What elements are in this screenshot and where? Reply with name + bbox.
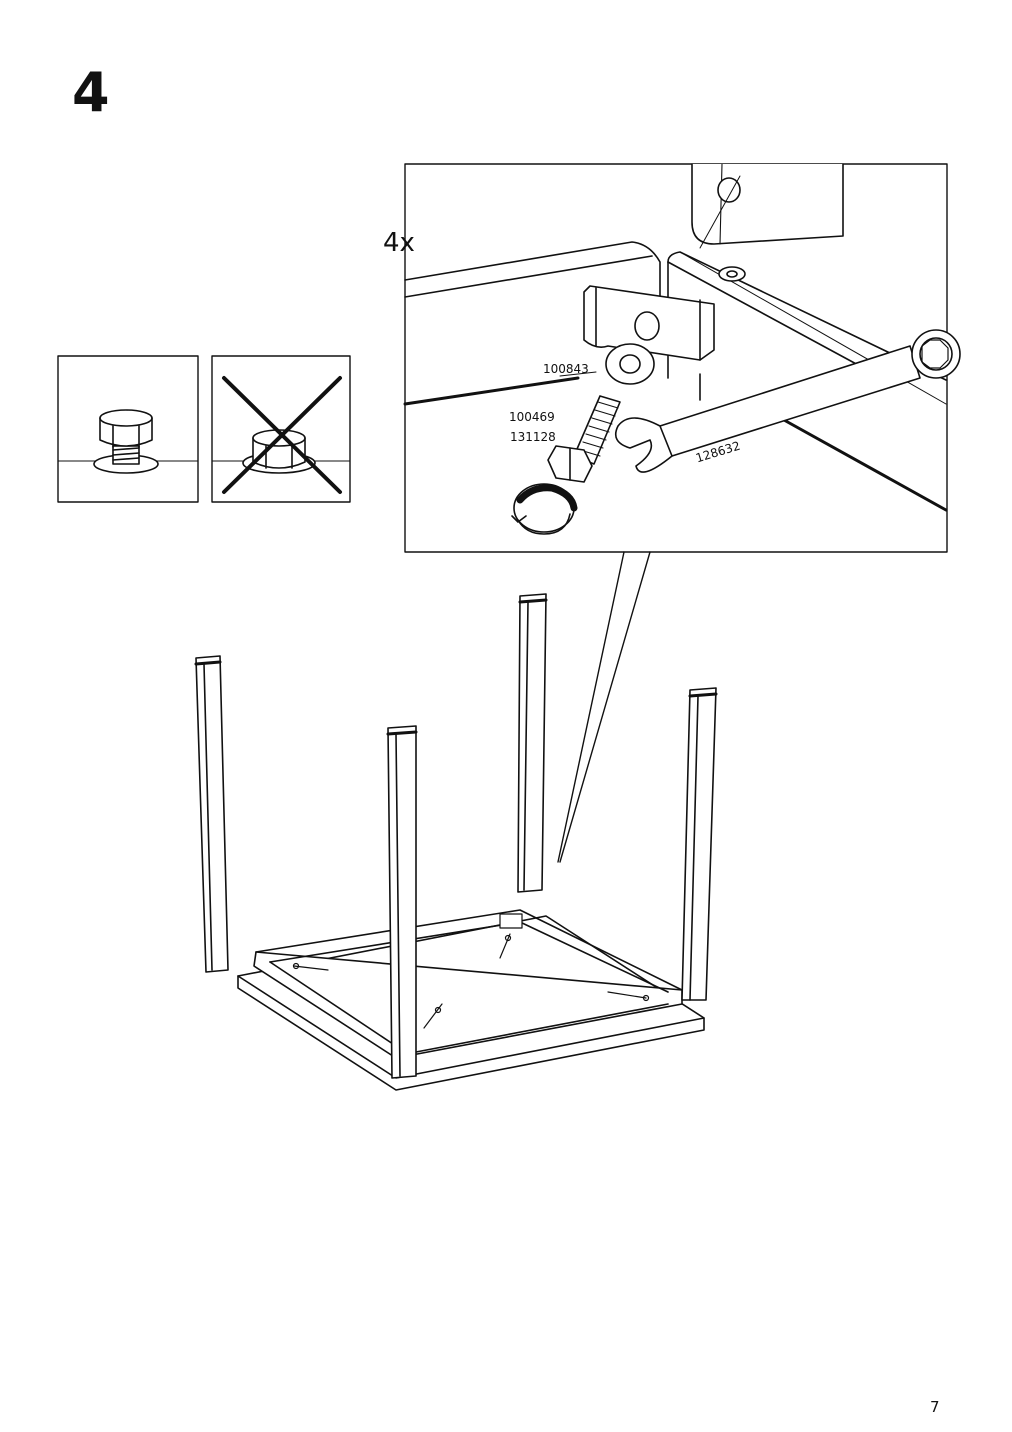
bolt-marks [292,913,650,1029]
part-number-bolt-b: 131128 [510,430,556,444]
step-number: 4 [72,61,110,124]
table-assembly [194,593,718,1091]
rotate-clockwise-icon [511,483,578,535]
detail-callout [403,163,961,863]
table-leg [517,593,548,893]
cross-icon [222,376,342,494]
page-number: 7 [930,1398,940,1416]
quantity-label: 4x [383,228,415,258]
part-number-washer: 100843 [543,362,589,376]
wrench-icon [614,329,961,473]
part-number-bolt-a: 100469 [509,410,555,424]
correct-tightening-panel [57,355,199,503]
incorrect-tightening-panel [211,355,351,503]
table-leg [386,725,418,1079]
table-leg [681,687,718,1001]
table-leg [194,655,229,973]
